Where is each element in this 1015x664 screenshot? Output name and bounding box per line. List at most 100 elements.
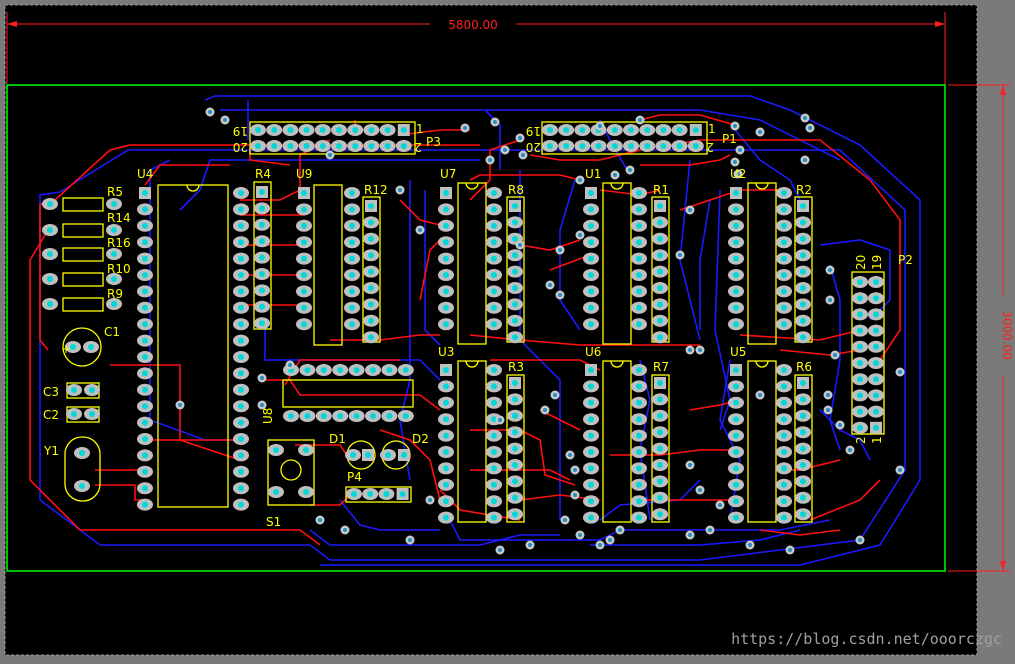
- via[interactable]: [695, 345, 705, 355]
- p2-pad[interactable]: [870, 421, 882, 434]
- p1-pad[interactable]: [606, 140, 623, 152]
- designator-s1[interactable]: S1: [266, 515, 281, 529]
- via[interactable]: [570, 465, 580, 475]
- via[interactable]: [220, 115, 230, 125]
- via[interactable]: [635, 115, 645, 125]
- r7-pad[interactable]: [652, 475, 668, 488]
- u5-pad[interactable]: [728, 413, 744, 426]
- r8-pad[interactable]: [507, 314, 523, 327]
- p1-pad[interactable]: [590, 140, 607, 152]
- r3-pad[interactable]: [507, 459, 523, 471]
- p1-pad[interactable]: [558, 124, 575, 136]
- via[interactable]: [485, 155, 495, 165]
- u9-pad[interactable]: [344, 301, 360, 314]
- u2-pad[interactable]: [776, 236, 792, 249]
- u7-pad[interactable]: [486, 219, 502, 232]
- s1-pad[interactable]: [268, 486, 284, 498]
- u2-pad[interactable]: [776, 269, 792, 281]
- r7-pad[interactable]: [652, 459, 668, 471]
- p2-pad[interactable]: [852, 276, 868, 288]
- r4-pad[interactable]: [254, 284, 270, 297]
- p2-pad[interactable]: [868, 308, 884, 321]
- u1-pad[interactable]: [631, 236, 647, 249]
- r7-pad[interactable]: [652, 491, 668, 504]
- u1-pad[interactable]: [583, 203, 599, 216]
- via[interactable]: [257, 400, 267, 410]
- via[interactable]: [560, 515, 570, 525]
- p3-pad[interactable]: [331, 124, 347, 136]
- u7-pad[interactable]: [438, 252, 454, 265]
- via[interactable]: [545, 280, 555, 290]
- r3-pad[interactable]: [507, 393, 523, 406]
- u5-pad[interactable]: [728, 511, 744, 524]
- u9-pad[interactable]: [296, 203, 312, 216]
- u3-pad[interactable]: [486, 364, 502, 376]
- r12-pad[interactable]: [365, 200, 377, 212]
- via[interactable]: [555, 245, 565, 255]
- u8-pad[interactable]: [283, 410, 299, 422]
- r3-pad[interactable]: [509, 377, 521, 389]
- designator-u9[interactable]: U9: [296, 167, 312, 181]
- u3-pad[interactable]: [438, 462, 454, 475]
- p1-pad[interactable]: [639, 124, 656, 136]
- via[interactable]: [395, 185, 405, 195]
- via[interactable]: [515, 133, 525, 143]
- via[interactable]: [415, 225, 425, 235]
- c2-pad[interactable]: [66, 408, 82, 420]
- u8-pad[interactable]: [365, 364, 381, 376]
- r8-pad[interactable]: [509, 200, 521, 212]
- u6-pad[interactable]: [583, 380, 599, 393]
- p2-pad[interactable]: [852, 324, 868, 337]
- u9-pad[interactable]: [296, 236, 312, 249]
- designator-r4[interactable]: R4: [255, 167, 271, 181]
- r12-pad[interactable]: [363, 249, 379, 262]
- c1-pad[interactable]: [83, 341, 99, 353]
- u4-pad[interactable]: [137, 416, 153, 429]
- u8-pad[interactable]: [397, 410, 414, 422]
- u3-pad[interactable]: [438, 478, 454, 491]
- p3-pad[interactable]: [379, 124, 396, 136]
- r6-pad[interactable]: [795, 426, 811, 439]
- u6-pad[interactable]: [583, 478, 599, 491]
- r12-pad[interactable]: [363, 282, 379, 294]
- u8-pad[interactable]: [332, 410, 349, 422]
- via[interactable]: [705, 525, 715, 535]
- u3-pad[interactable]: [486, 511, 502, 524]
- u1-pad[interactable]: [631, 219, 647, 232]
- designator-p3[interactable]: P3: [426, 135, 441, 149]
- p1-pad[interactable]: [542, 124, 558, 136]
- u4-pad[interactable]: [233, 465, 249, 478]
- u2-pad[interactable]: [776, 219, 792, 232]
- r2-pad[interactable]: [795, 298, 811, 311]
- designator-u3[interactable]: U3: [438, 345, 454, 359]
- p4-pad[interactable]: [396, 488, 409, 500]
- u5-pad[interactable]: [776, 413, 792, 426]
- via[interactable]: [685, 530, 695, 540]
- p2-pad[interactable]: [852, 292, 868, 305]
- via[interactable]: [540, 405, 550, 415]
- r8-pad[interactable]: [507, 298, 523, 311]
- u4-pad[interactable]: [137, 351, 153, 363]
- via[interactable]: [730, 157, 740, 167]
- r7-pad[interactable]: [652, 442, 668, 455]
- u5-pad[interactable]: [728, 495, 744, 508]
- u8-pad[interactable]: [299, 410, 316, 422]
- via[interactable]: [405, 535, 415, 545]
- u7-pad[interactable]: [438, 203, 454, 216]
- via[interactable]: [733, 169, 743, 179]
- u7-pad[interactable]: [438, 236, 454, 249]
- u7-pad[interactable]: [438, 219, 454, 232]
- r6-pad[interactable]: [795, 508, 811, 521]
- u4-pad[interactable]: [137, 465, 153, 478]
- r7-pad[interactable]: [652, 508, 668, 521]
- u4-pad[interactable]: [233, 219, 249, 232]
- via[interactable]: [500, 145, 510, 155]
- via[interactable]: [595, 540, 605, 550]
- resistor-pad[interactable]: [42, 273, 58, 285]
- via[interactable]: [325, 150, 335, 160]
- r6-pad[interactable]: [797, 377, 809, 389]
- u9-pad[interactable]: [344, 285, 360, 298]
- u1-pad[interactable]: [585, 187, 597, 199]
- d1-pad[interactable]: [362, 449, 374, 461]
- via[interactable]: [340, 525, 350, 535]
